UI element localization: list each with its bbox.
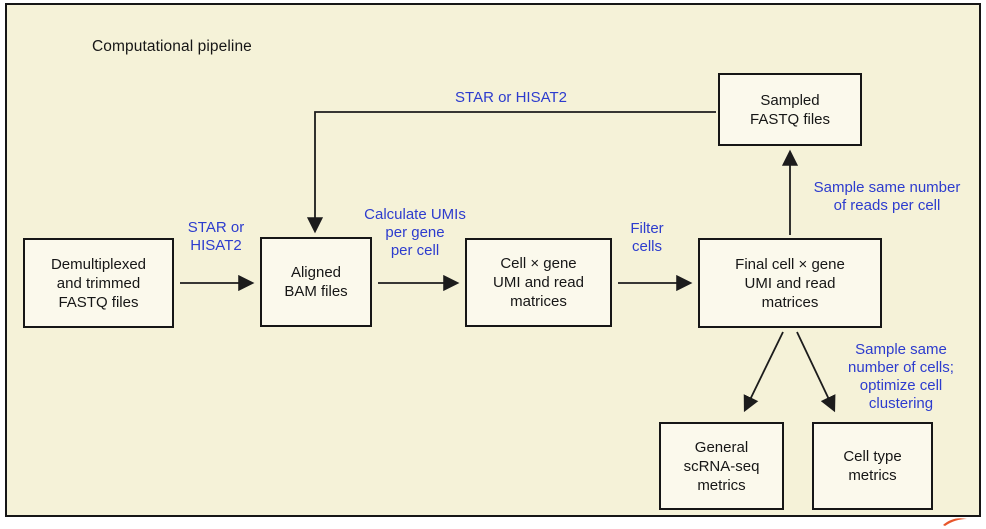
label-sample-reads: Sample same number of reads per cell [813,179,961,214]
node-demultiplexed-fastq: Demultiplexed and trimmed FASTQ files [23,238,174,328]
node-cell-gene-matrices: Cell × gene UMI and read matrices [465,238,612,327]
label-filter-cells: Filter cells [630,220,664,255]
node-cell-type-metrics: Cell type metrics [812,422,933,510]
node-sampled-fastq: Sampled FASTQ files [718,73,862,146]
label-calculate-umis: Calculate UMIs per gene per cell [364,206,466,259]
node-aligned-bam: Aligned BAM files [260,237,372,327]
label-star-hisat2-sampled: STAR or HISAT2 [455,89,567,106]
label-sample-cells: Sample same number of cells; optimize ce… [848,341,954,412]
node-general-scrnaseq-metrics: General scRNA-seq metrics [659,422,784,510]
node-final-cell-gene-matrices: Final cell × gene UMI and read matrices [698,238,882,328]
label-star-hisat2-main: STAR or HISAT2 [187,219,245,254]
publisher-logo-icon [943,518,967,526]
figure-title: Computational pipeline [92,38,252,55]
